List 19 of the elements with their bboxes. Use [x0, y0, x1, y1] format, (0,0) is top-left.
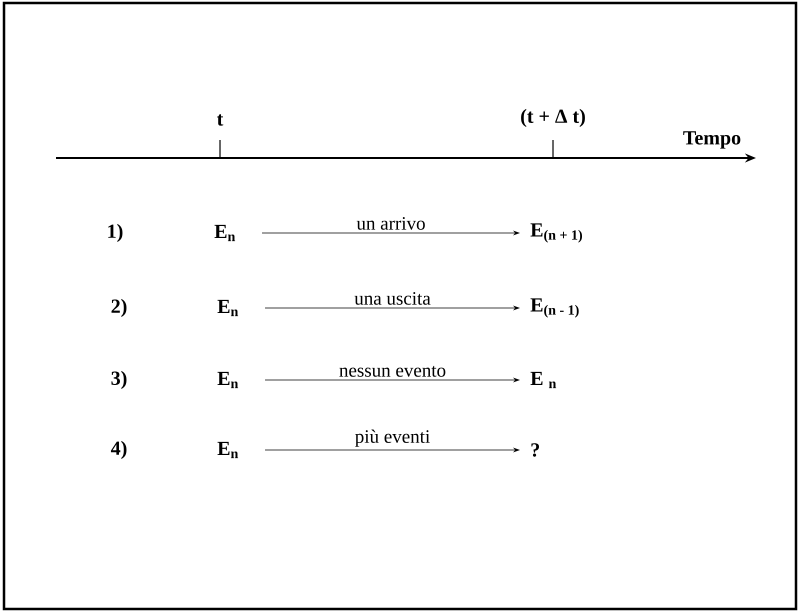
edge-label: un arrivo	[356, 217, 425, 230]
state-label: ?	[531, 443, 540, 457]
edge-label: nessun evento	[339, 366, 446, 377]
state-label: E $_{n}$	[530, 372, 556, 388]
state-label: E$_{(n - 1)}$	[530, 298, 579, 318]
state-label: E$_{n}$	[218, 300, 238, 316]
time-label: t	[217, 114, 224, 126]
row-number: 4)	[110, 440, 126, 460]
axis-label: Tempo	[683, 131, 740, 149]
row-number: 1)	[108, 224, 122, 242]
edge-label: più eventi	[355, 430, 430, 447]
row-number: 2)	[112, 298, 126, 318]
state-label: E$_{n}$	[218, 372, 238, 388]
state-label: E$_{(n + 1)}$	[530, 223, 582, 243]
state-label: E$_{n}$	[218, 442, 238, 458]
time-label: (t + Δ t)	[521, 108, 585, 128]
row-number: 3)	[111, 370, 126, 390]
state-label: E$_{n}$	[214, 224, 236, 242]
edge-label: una uscita	[354, 292, 430, 305]
